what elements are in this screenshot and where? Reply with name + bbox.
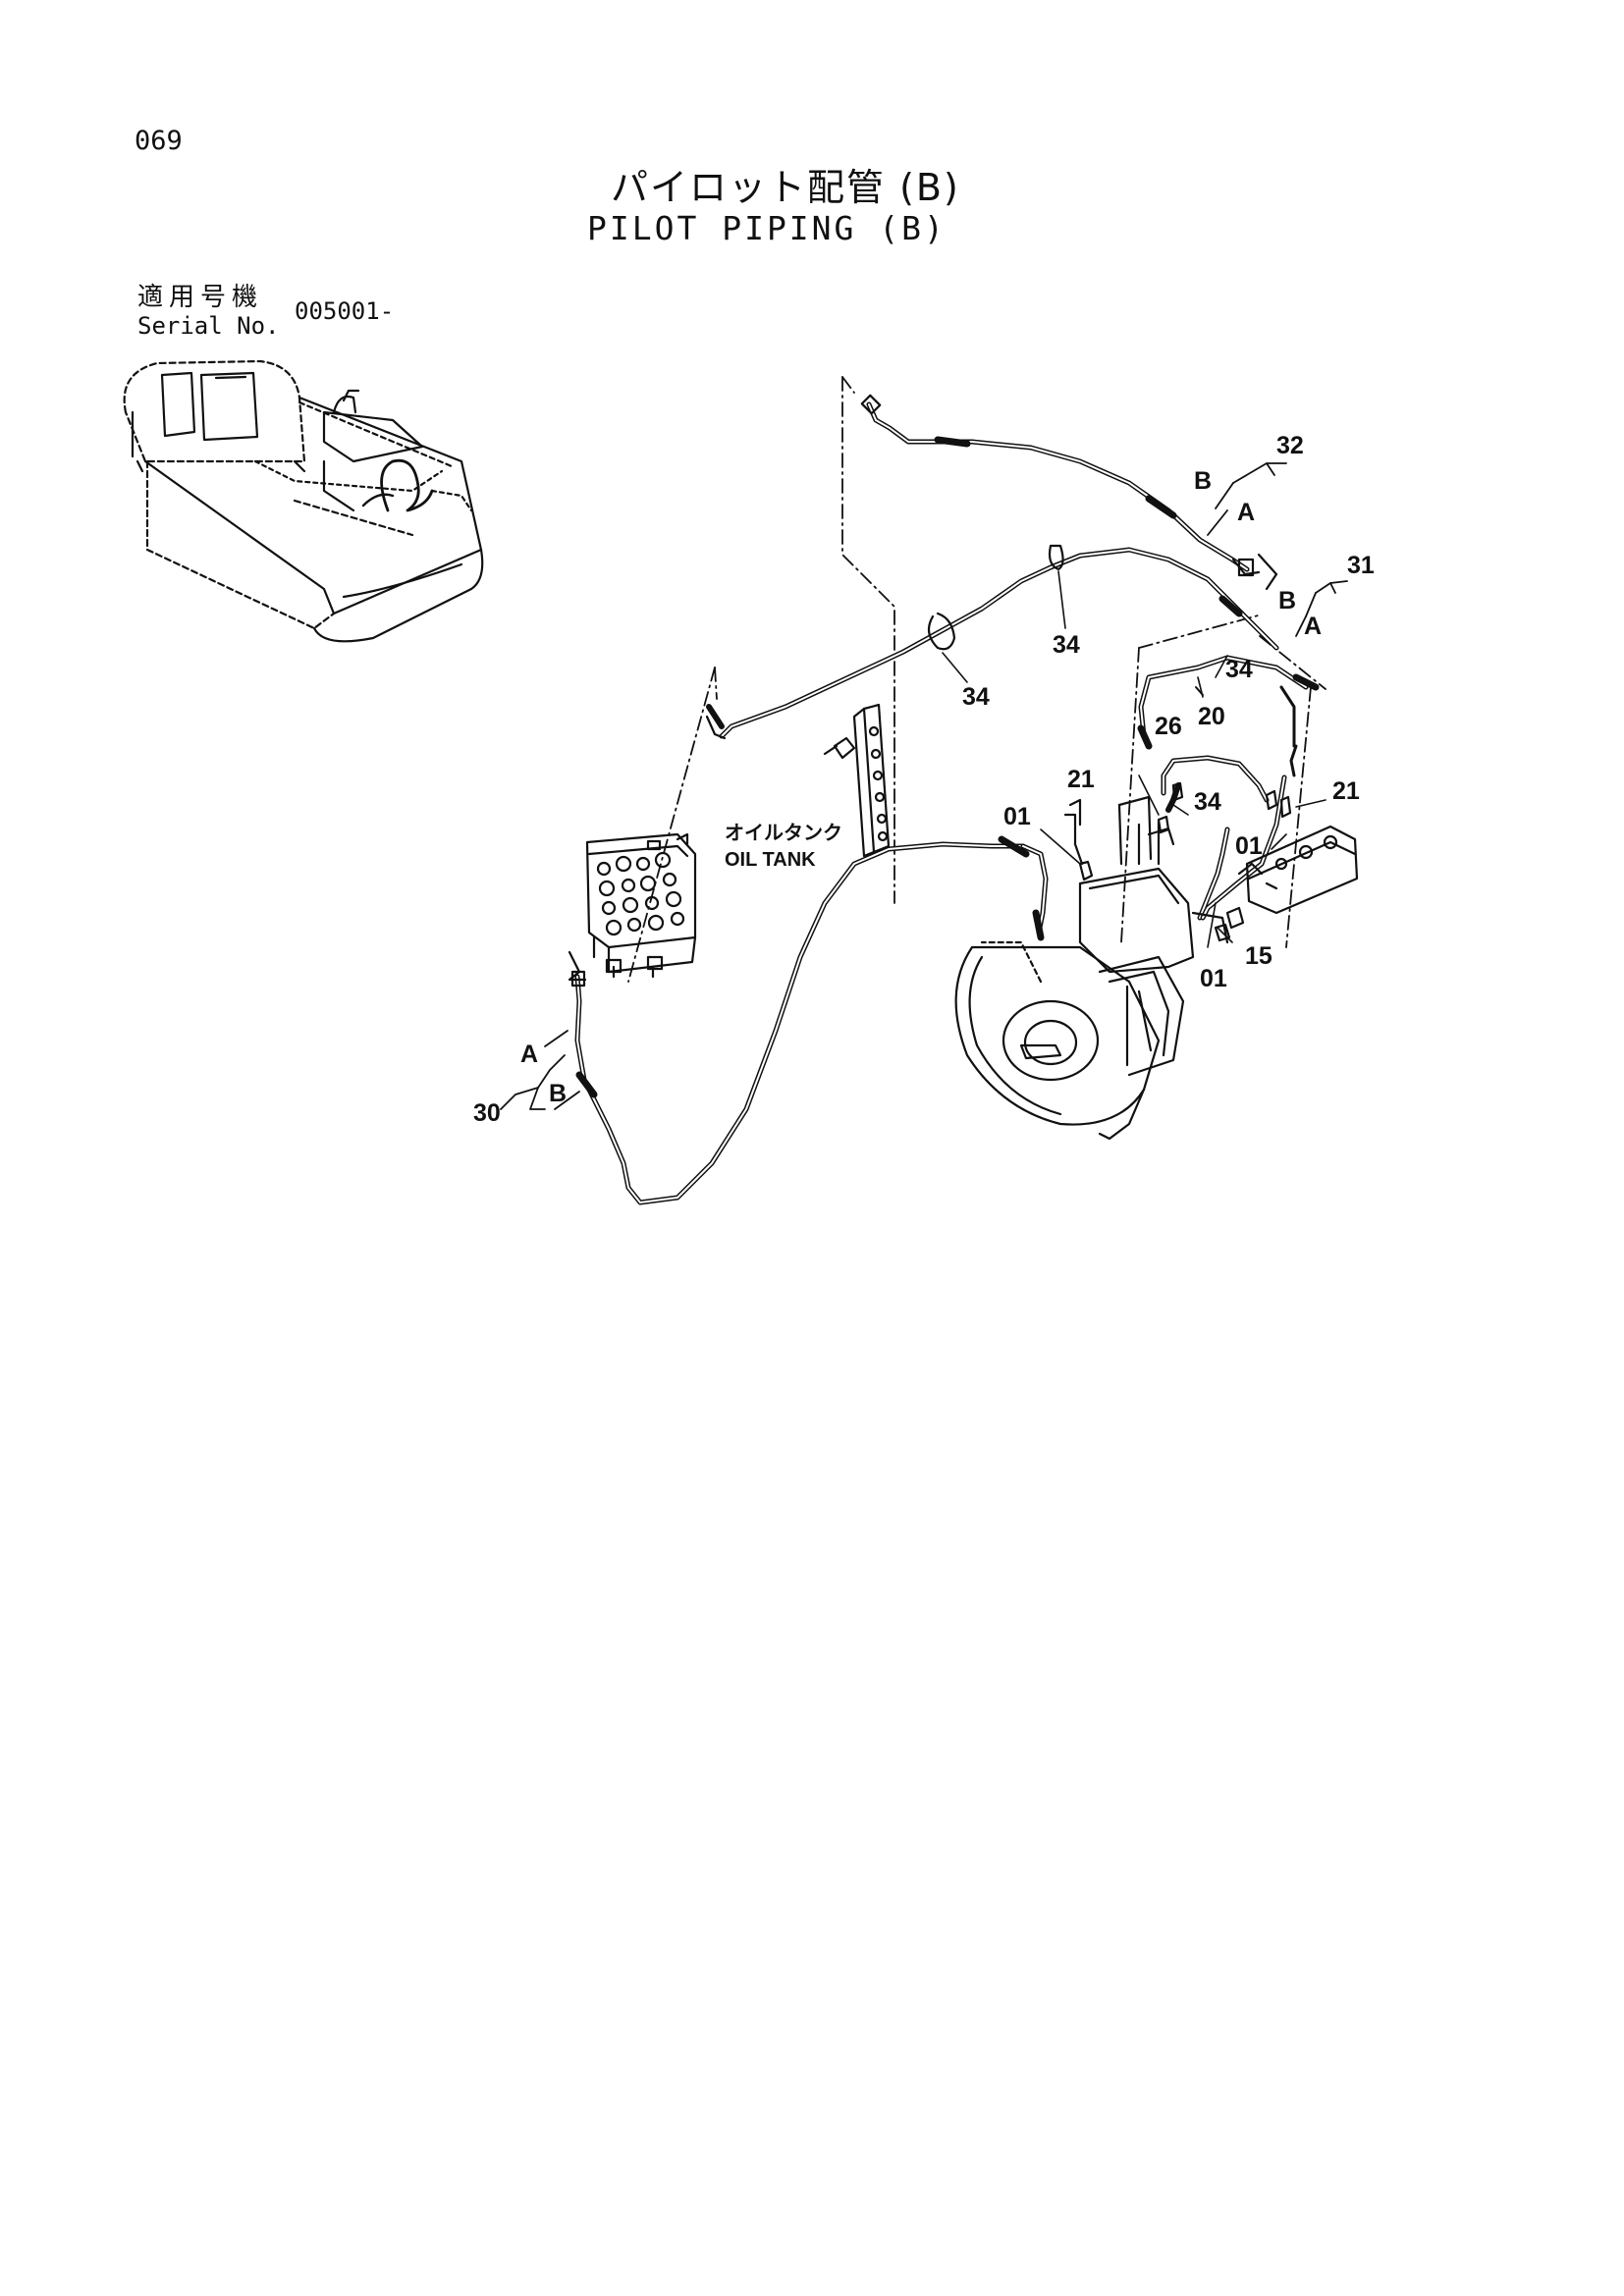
callout-31-b: B bbox=[1278, 587, 1296, 614]
hose-30 bbox=[568, 835, 1049, 1205]
callout-21-right: 21 bbox=[1332, 777, 1360, 805]
serial-label-en: Serial No. bbox=[137, 312, 280, 340]
oil-tank-bracket bbox=[823, 703, 891, 858]
callout-30-a: A bbox=[520, 1041, 538, 1068]
serial-value: 005001- bbox=[295, 297, 395, 325]
callout-21-left: 21 bbox=[1067, 766, 1095, 793]
callout-34-mid: 34 bbox=[1225, 656, 1253, 683]
callout-brackets bbox=[500, 462, 1348, 1110]
reference-lines bbox=[627, 376, 1326, 983]
control-valve bbox=[585, 832, 697, 979]
callout-34-top: 34 bbox=[1053, 631, 1080, 659]
callout-01-left: 01 bbox=[1003, 803, 1031, 830]
hoses-20-26 bbox=[1137, 655, 1320, 921]
swing-motor bbox=[954, 795, 1229, 1141]
oil-tank-label-jp: オイルタンク bbox=[725, 822, 842, 844]
callout-31-a: A bbox=[1304, 613, 1322, 640]
callout-34-right: 34 bbox=[1194, 788, 1221, 816]
fittings bbox=[1078, 781, 1292, 942]
page-number: 069 bbox=[135, 126, 183, 156]
callout-20: 20 bbox=[1198, 703, 1225, 730]
callout-31: 31 bbox=[1347, 552, 1375, 579]
callout-01-right: 01 bbox=[1235, 832, 1263, 860]
page-title-en: PILOT PIPING (B) bbox=[587, 209, 947, 247]
page-title-jp: パイロット配管 (B) bbox=[611, 166, 960, 209]
serial-label-jp: 適用号機 bbox=[137, 283, 264, 312]
callout-15: 15 bbox=[1245, 942, 1272, 970]
callout-30: 30 bbox=[473, 1099, 501, 1127]
callout-32-a: A bbox=[1237, 499, 1255, 526]
callout-01-bottom: 01 bbox=[1200, 965, 1227, 992]
callout-32: 32 bbox=[1276, 432, 1304, 459]
leader-lines bbox=[942, 570, 1326, 948]
oil-tank-label-en: OIL TANK bbox=[725, 849, 816, 871]
excavator-thumbnail bbox=[123, 359, 484, 643]
callout-26: 26 bbox=[1155, 713, 1182, 740]
callout-32-b: B bbox=[1194, 467, 1212, 495]
hose-31 bbox=[705, 544, 1279, 740]
callout-30-b: B bbox=[549, 1080, 567, 1107]
manifold-block bbox=[1237, 825, 1359, 915]
hose-32 bbox=[860, 394, 1278, 591]
callout-34-left: 34 bbox=[962, 683, 990, 711]
callout-labels: 32 B A 31 B A 34 34 34 20 26 34 21 21 01… bbox=[473, 432, 1375, 1127]
